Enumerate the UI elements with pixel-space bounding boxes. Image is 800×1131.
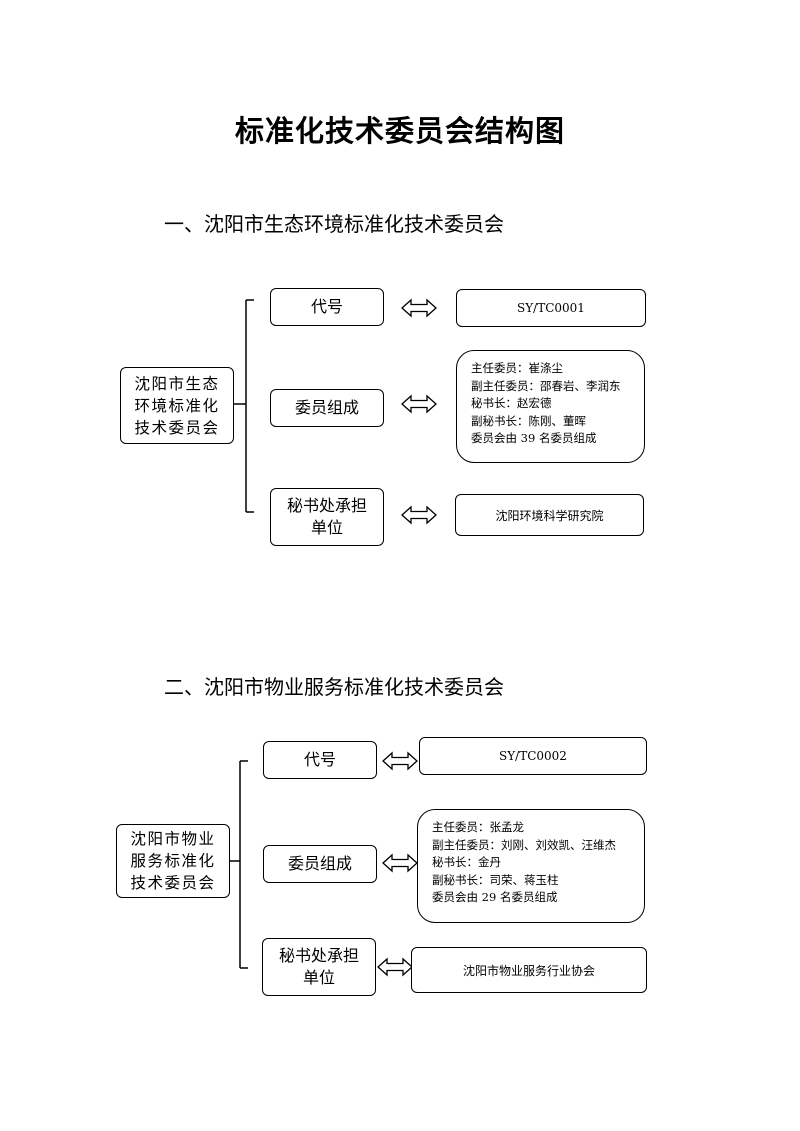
members-line: 委员会由 29 名委员组成 bbox=[432, 890, 558, 904]
root-line: 服务标准化 bbox=[130, 852, 216, 870]
members-label-box: 委员组成 bbox=[270, 389, 384, 427]
double-arrow-icon bbox=[401, 298, 437, 318]
secretariat-label-box: 秘书处承担 单位 bbox=[262, 938, 376, 996]
root-line: 技术委员会 bbox=[134, 418, 220, 437]
members-label: 委员组成 bbox=[287, 854, 352, 873]
code-label-box: 代号 bbox=[263, 741, 377, 779]
members-line: 秘书长：金丹 bbox=[432, 855, 501, 869]
code-value: SY/TC0002 bbox=[499, 749, 567, 763]
committee-root-box: 沈阳市物业 服务标准化 技术委员会 bbox=[116, 824, 230, 898]
members-line: 委员会由 39 名委员组成 bbox=[471, 431, 597, 445]
members-line: 副秘书长：陈刚、董晖 bbox=[471, 413, 586, 428]
members-line: 秘书长：赵宏德 bbox=[471, 396, 552, 410]
double-arrow-icon bbox=[382, 751, 418, 771]
root-line: 环境标准化 bbox=[134, 396, 220, 415]
members-line: 主任委员：张孟龙 bbox=[432, 820, 524, 834]
section-heading: 二、沈阳市物业服务标准化技术委员会 bbox=[164, 675, 504, 699]
secretariat-label-line: 秘书处承担 bbox=[278, 946, 359, 965]
code-label: 代号 bbox=[303, 750, 336, 769]
page-title: 标准化技术委员会结构图 bbox=[234, 114, 565, 148]
root-line: 沈阳市物业 bbox=[130, 830, 216, 848]
secretariat-value: 沈阳市物业服务行业协会 bbox=[462, 963, 595, 978]
members-line: 副主任委员：邵春岩、李润东 bbox=[471, 378, 621, 393]
secretariat-value: 沈阳环境科学研究院 bbox=[495, 508, 604, 523]
double-arrow-icon bbox=[401, 394, 437, 414]
double-arrow-icon bbox=[377, 957, 413, 977]
secretariat-value-box: 沈阳市物业服务行业协会 bbox=[411, 947, 647, 993]
members-line: 副主任委员：刘刚、刘效凯、汪维杰 bbox=[432, 837, 616, 852]
secretariat-label-line: 单位 bbox=[310, 518, 343, 537]
members-label: 委员组成 bbox=[294, 398, 359, 417]
code-value: SY/TC0001 bbox=[517, 301, 585, 315]
committee-root-box: 沈阳市生态 环境标准化 技术委员会 bbox=[120, 367, 234, 444]
code-label-box: 代号 bbox=[270, 288, 384, 326]
secretariat-label-line: 单位 bbox=[302, 968, 335, 987]
code-value-box: SY/TC0001 bbox=[456, 289, 646, 327]
section-heading: 一、沈阳市生态环境标准化技术委员会 bbox=[164, 212, 504, 236]
members-label-box: 委员组成 bbox=[263, 845, 377, 883]
members-detail-box: 主任委员：张孟龙 副主任委员：刘刚、刘效凯、汪维杰 秘书长：金丹 副秘书长：司荣… bbox=[417, 809, 645, 923]
secretariat-value-box: 沈阳环境科学研究院 bbox=[455, 494, 644, 536]
members-line: 主任委员：崔涤尘 bbox=[471, 361, 563, 375]
members-line: 副秘书长：司荣、蒋玉柱 bbox=[432, 872, 559, 887]
code-label: 代号 bbox=[310, 297, 343, 316]
secretariat-label-line: 秘书处承担 bbox=[286, 496, 367, 515]
secretariat-label-box: 秘书处承担 单位 bbox=[270, 488, 384, 546]
double-arrow-icon bbox=[382, 853, 418, 873]
code-value-box: SY/TC0002 bbox=[419, 737, 647, 775]
root-line: 技术委员会 bbox=[130, 874, 216, 892]
root-line: 沈阳市生态 bbox=[134, 374, 220, 393]
members-detail-box: 主任委员：崔涤尘 副主任委员：邵春岩、李润东 秘书长：赵宏德 副秘书长：陈刚、董… bbox=[456, 350, 645, 463]
double-arrow-icon bbox=[401, 505, 437, 525]
